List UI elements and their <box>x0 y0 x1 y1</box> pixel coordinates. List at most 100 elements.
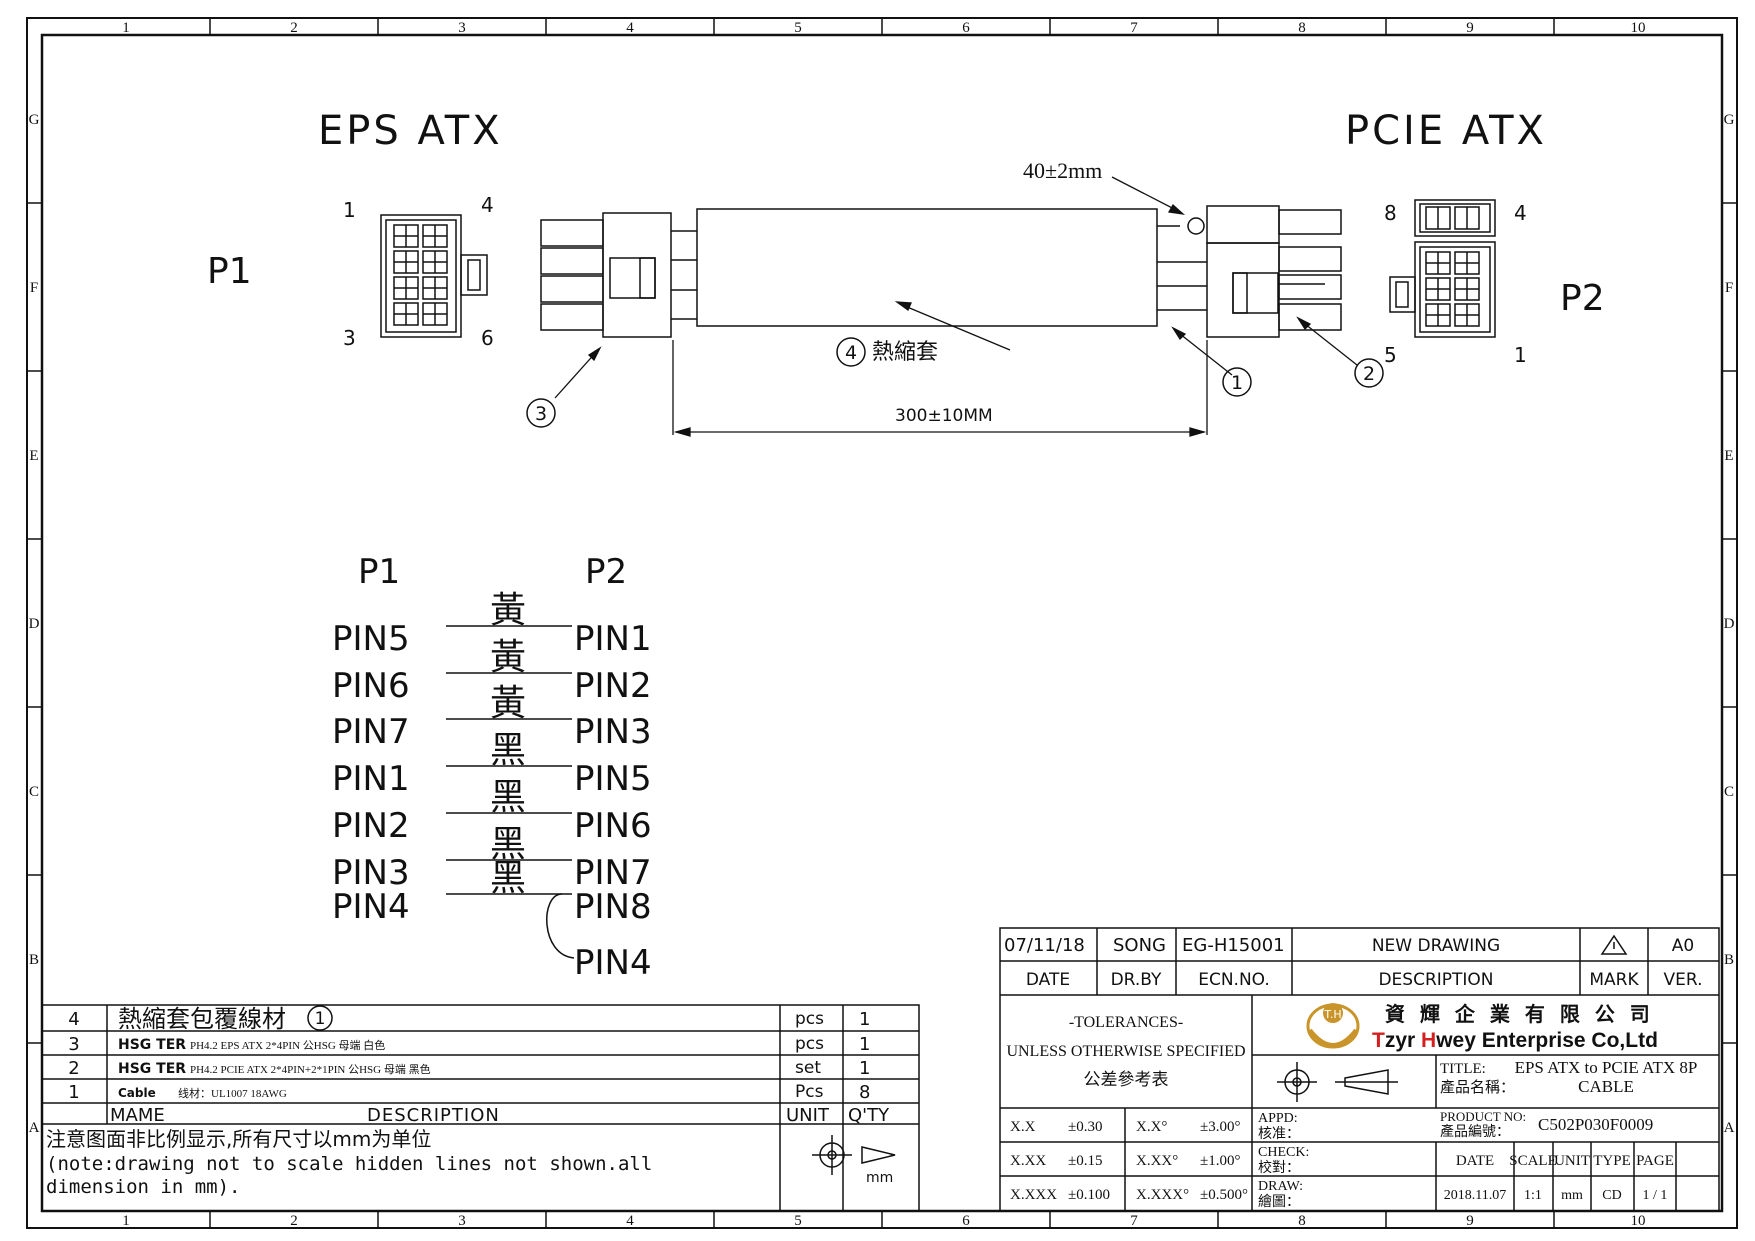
wiring-left-pin: PIN1 <box>332 759 410 799</box>
wiring-left-pin: PIN5 <box>332 619 410 659</box>
info-head-date: DATE <box>1456 1153 1494 1169</box>
zone-col-label: 8 <box>1298 20 1306 36</box>
head-date: DATE <box>1026 970 1070 990</box>
bom-table <box>41 1004 920 1212</box>
bom-item-qty: 1 <box>859 1034 870 1055</box>
company-part-rest: wey Enterprise Co,Ltd <box>1435 1029 1658 1052</box>
zone-col-label: 4 <box>626 20 634 36</box>
wiring-right-pin: PIN3 <box>574 712 652 752</box>
p1-pin-3: 3 <box>343 326 356 350</box>
bom-item-no: 4 <box>68 1009 79 1030</box>
zone-col-label: 5 <box>794 1213 802 1229</box>
tol-angle-format: X.XX° <box>1136 1153 1178 1169</box>
product-title-1: EPS ATX to PCIE ATX 8P <box>1515 1058 1698 1077</box>
info-date: 2018.11.07 <box>1444 1188 1506 1203</box>
zone-row-label: C <box>29 784 39 800</box>
tol-angle-format: X.XXX° <box>1136 1187 1189 1203</box>
p2-pin-8: 8 <box>1384 201 1397 225</box>
zone-row-label: F <box>30 280 38 296</box>
bom-item-unit: set <box>795 1058 821 1078</box>
info-unit: mm <box>1561 1188 1583 1203</box>
wiring-left-pin: PIN2 <box>332 806 410 846</box>
zone-row-label: D <box>29 616 40 632</box>
wire-color: 黑 <box>490 858 526 899</box>
callout-4-label: 熱縮套 <box>872 340 938 365</box>
tol-angle-value: ±0.500° <box>1200 1187 1248 1203</box>
right-connector-title: PCIE ATX <box>1345 108 1547 154</box>
wiring-extra-pin: PIN4 <box>574 943 652 983</box>
rev-ver: A0 <box>1672 936 1694 956</box>
tol-value: ±0.30 <box>1068 1119 1102 1135</box>
rev-by: SONG <box>1113 935 1166 956</box>
zone-col-label: 3 <box>458 20 466 36</box>
zone-col-label: 10 <box>1631 1213 1646 1229</box>
product-no-label-cn: 產品編號： <box>1440 1123 1510 1140</box>
zone-col-label: 10 <box>1631 20 1646 36</box>
note-english-2: dimension in mm). <box>46 1176 240 1198</box>
zone-col-label: 6 <box>962 20 970 36</box>
bom-header-desc: DESCRIPTION <box>367 1105 500 1126</box>
dimension-300mm: 300±10MM <box>895 406 993 426</box>
wire-color: 黃 <box>490 590 526 631</box>
p1-pin-6: 6 <box>481 326 494 350</box>
zone-row-label: A <box>29 1120 40 1136</box>
wiring-right-pin: PIN2 <box>574 666 652 706</box>
zone-col-label: 9 <box>1466 1213 1474 1229</box>
tolerance-title: -TOLERANCES- <box>1069 1014 1183 1031</box>
tolerance-subtitle: UNLESS OTHERWISE SPECIFIED <box>1006 1043 1245 1060</box>
wiring-rows: PIN5黃PIN1PIN6黃PIN2PIN7黃PIN3PIN1黑PIN5PIN2… <box>332 590 652 927</box>
check-label: CHECK: <box>1258 1145 1309 1160</box>
bom-item-unit: pcs <box>795 1009 824 1029</box>
zone-row-label: B <box>29 952 39 968</box>
tolerance-cn: 公差參考表 <box>1084 1070 1169 1090</box>
check-label-cn: 校對： <box>1258 1159 1300 1176</box>
wiring-right-pin: PIN1 <box>574 619 652 659</box>
bom-item-qty: 1 <box>859 1009 870 1030</box>
company-initial-h: H <box>1421 1029 1436 1052</box>
zone-row-label: E <box>29 448 38 464</box>
title-label-cn: 產品名稱： <box>1440 1078 1515 1096</box>
tol-format: X.X <box>1010 1119 1036 1135</box>
title-block <box>999 927 1720 1212</box>
zone-row-label: E <box>1724 448 1733 464</box>
p2-connector-face <box>1389 199 1496 338</box>
wiring-right-pin: PIN6 <box>574 806 652 846</box>
wiring-right-pin: PIN8 <box>574 887 652 927</box>
wire-color: 黃 <box>490 683 526 724</box>
zone-col-label: 1 <box>122 1213 130 1229</box>
bom-item-no: 2 <box>68 1058 79 1079</box>
logo-text: T.H <box>1323 1008 1341 1021</box>
zone-col-label: 2 <box>290 20 298 36</box>
bom-item-desc: PH4.2 PCIE ATX 2*4PIN+2*1PIN 公HSG 母端 黑色 <box>190 1062 431 1076</box>
zone-col-label: 1 <box>122 20 130 36</box>
zone-col-label: 7 <box>1130 1213 1138 1229</box>
tol-value: ±0.100 <box>1068 1187 1110 1203</box>
p1-connector-face <box>380 214 488 338</box>
company-logo-icon <box>1306 1003 1360 1049</box>
wiring-left-pin: PIN4 <box>332 887 410 927</box>
p2-pin-5: 5 <box>1384 343 1397 367</box>
zone-row-label: C <box>1724 784 1734 800</box>
bom-item-name: HSG TER <box>118 1061 186 1077</box>
p2-pin-4: 4 <box>1514 201 1527 225</box>
head-ecn: ECN.NO. <box>1198 970 1270 990</box>
bom-callout-circle <box>307 1005 333 1031</box>
callout-circles <box>526 337 1384 428</box>
bom-unit-mm: mm <box>866 1170 893 1186</box>
info-type: CD <box>1602 1188 1621 1203</box>
tol-angle-value: ±3.00° <box>1200 1119 1240 1135</box>
zone-row-label: A <box>1724 1120 1735 1136</box>
title-label: TITLE: <box>1440 1061 1486 1077</box>
draw-label: DRAW: <box>1258 1179 1303 1194</box>
zone-col-label: 2 <box>290 1213 298 1229</box>
p2-label: P2 <box>1560 278 1605 319</box>
company-initial-t: T <box>1372 1029 1385 1052</box>
tol-format: X.XX <box>1010 1153 1046 1169</box>
p1-pin-1: 1 <box>343 198 356 222</box>
zone-col-label: 3 <box>458 1213 466 1229</box>
info-head-scale: SCALE <box>1509 1153 1557 1169</box>
info-head-unit: UNIT <box>1554 1153 1590 1169</box>
head-by: DR.BY <box>1111 970 1162 990</box>
